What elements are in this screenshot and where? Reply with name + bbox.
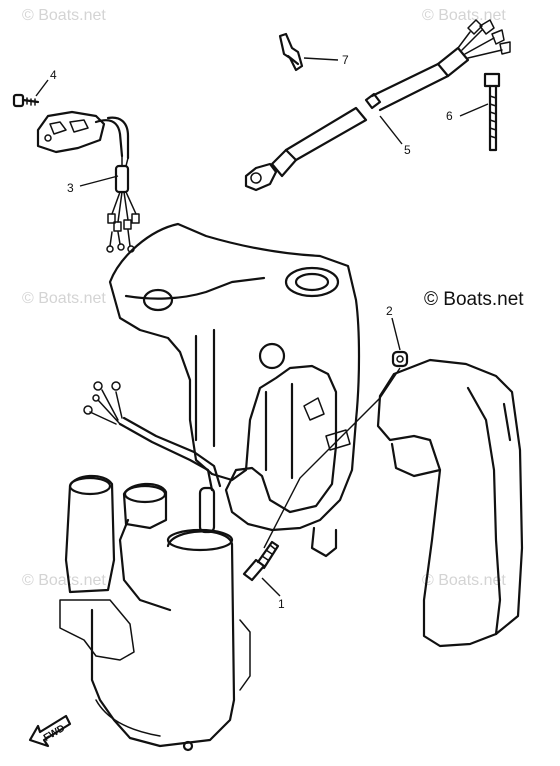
clamp-bracket [376,358,524,648]
watermark-top-left: © Boats.net [22,7,106,24]
watermark-primary: © Boats.net [424,289,524,310]
callout-5: 5 [404,143,411,157]
swivel-bracket-body [108,222,361,558]
callout-6: 6 [446,109,453,123]
part-5-wire-harness [244,19,511,192]
part-1-bolt [242,540,280,582]
motor-lead-wires [83,381,222,492]
callout-3: 3 [67,181,74,195]
leader-lines [35,57,489,597]
part-6-cable-tie [483,72,501,152]
trim-tilt-unit [59,474,251,752]
callout-1: 1 [278,597,285,611]
callout-2: 2 [386,304,393,318]
fwd-label: FWD [42,723,67,744]
fwd-arrow-icon: FWD [28,714,72,748]
watermark-bottom-left: © Boats.net [22,572,106,589]
watermark-mid-left: © Boats.net [22,290,106,307]
part-4-screw [12,93,40,108]
part-3-switch-harness [36,110,140,253]
watermark-top-right: © Boats.net [422,7,506,24]
callout-4: 4 [50,68,57,82]
part-7-clip [278,32,304,72]
watermark-bottom-right: © Boats.net [422,572,506,589]
callout-7: 7 [342,53,349,67]
part-2-bushing [391,350,409,368]
